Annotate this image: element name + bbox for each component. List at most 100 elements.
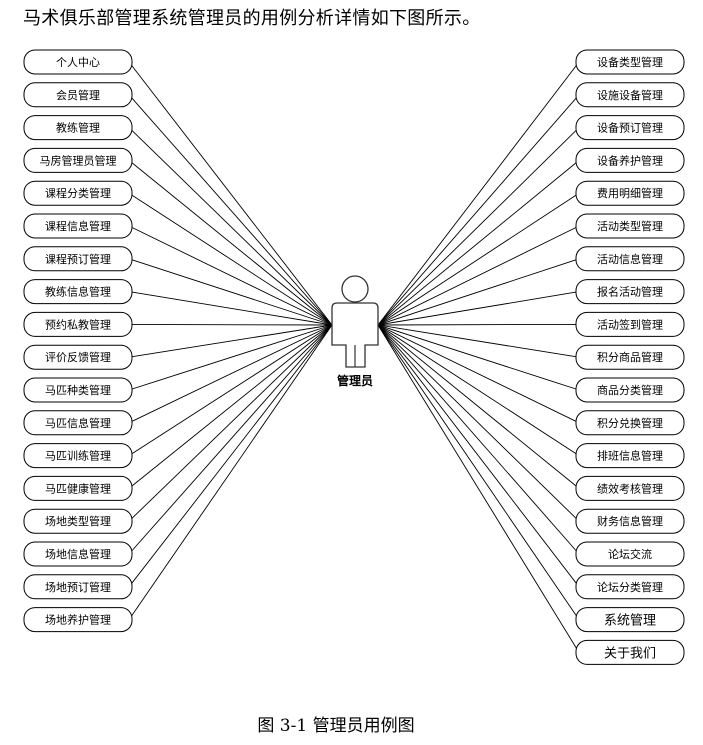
association-line	[377, 323, 580, 326]
use-case-label: 课程分类管理	[45, 186, 111, 200]
use-case-label: 马房管理员管理	[40, 153, 117, 167]
use-case-right: 设备类型管理	[575, 49, 685, 75]
association-line	[128, 324, 333, 489]
use-case-label: 评价反馈管理	[45, 350, 111, 364]
use-case-box	[23, 115, 133, 141]
use-case-label: 场地养护管理	[45, 613, 111, 627]
association-line	[377, 61, 580, 326]
association-line	[377, 192, 580, 326]
use-case-box	[575, 475, 685, 501]
use-case-box	[575, 279, 685, 305]
use-case-box	[23, 279, 133, 305]
use-case-box	[23, 213, 133, 239]
use-case-box	[23, 82, 133, 108]
association-line	[377, 225, 580, 326]
association-line	[377, 160, 580, 326]
use-case-right: 设施设备管理	[575, 82, 685, 108]
use-case-right: 设备预订管理	[575, 115, 685, 141]
use-case-right: 活动类型管理	[575, 213, 685, 239]
use-case-label: 积分商品管理	[597, 350, 663, 364]
use-case-box	[575, 508, 685, 534]
use-case-left: 场地信息管理	[23, 541, 133, 567]
use-case-label: 马匹健康管理	[45, 481, 111, 495]
use-case-label: 费用明细管理	[597, 186, 663, 200]
use-case-left: 马匹信息管理	[23, 410, 133, 436]
association-line	[128, 127, 333, 326]
use-case-label: 个人中心	[56, 56, 100, 69]
use-case-right: 排班信息管理	[575, 443, 685, 469]
use-case-left: 马匹训练管理	[23, 443, 133, 469]
use-case-label: 活动签到管理	[597, 317, 663, 331]
use-case-left: 评价反馈管理	[23, 344, 133, 370]
association-line	[377, 324, 580, 620]
use-case-left: 课程分类管理	[23, 180, 133, 206]
association-line	[128, 324, 333, 358]
use-case-box	[23, 410, 133, 436]
use-case-box	[575, 410, 685, 436]
use-case-label: 马匹训练管理	[45, 449, 111, 463]
use-case-left: 课程预订管理	[23, 246, 133, 272]
association-lines	[128, 61, 580, 653]
association-line	[377, 324, 580, 555]
use-case-left: 预约私教管理	[23, 311, 133, 337]
association-line	[128, 324, 333, 456]
use-case-left: 马匹种类管理	[23, 377, 133, 403]
association-line	[128, 94, 333, 326]
association-line	[128, 225, 333, 326]
use-case-left: 课程信息管理	[23, 213, 133, 239]
association-line	[128, 160, 333, 326]
association-line	[128, 291, 333, 326]
use-case-right: 关于我们	[575, 639, 685, 665]
use-case-box	[23, 311, 133, 337]
association-line	[128, 61, 333, 326]
association-line	[377, 258, 580, 326]
association-line	[377, 291, 580, 326]
use-case-left: 马房管理员管理	[23, 147, 133, 173]
intro-text: 马术俱乐部管理系统管理员的用例分析详情如下图所示。	[23, 8, 481, 29]
actor-body	[331, 302, 379, 368]
use-case-box	[23, 574, 133, 600]
use-case-label: 马匹种类管理	[45, 383, 111, 397]
use-case-left: 场地养护管理	[23, 607, 133, 633]
use-case-label: 论坛交流	[608, 547, 652, 561]
use-case-label: 系统管理	[604, 614, 656, 629]
use-case-label: 绩效考核管理	[597, 481, 663, 495]
association-line	[377, 94, 580, 326]
use-case-box	[575, 377, 685, 403]
figure-caption: 图 3-1 管理员用例图	[257, 716, 415, 736]
use-case-box	[575, 246, 685, 272]
use-case-left: 场地预订管理	[23, 574, 133, 600]
use-case-label: 设备养护管理	[597, 153, 663, 167]
use-case-left: 场地类型管理	[23, 508, 133, 534]
use-case-right: 财务信息管理	[575, 508, 685, 534]
use-case-box	[575, 82, 685, 108]
use-case-label: 设备类型管理	[597, 55, 663, 69]
use-case-right: 设备养护管理	[575, 147, 685, 173]
association-line	[377, 324, 580, 358]
association-line	[377, 324, 580, 588]
use-case-left: 个人中心	[23, 49, 133, 75]
use-case-label: 课程信息管理	[45, 219, 111, 233]
use-case-box	[23, 508, 133, 534]
use-case-box	[23, 443, 133, 469]
use-case-box	[575, 574, 685, 600]
association-line	[128, 324, 333, 620]
use-case-box	[23, 246, 133, 272]
use-case-box	[575, 541, 685, 567]
association-line	[128, 324, 333, 391]
use-case-box	[575, 115, 685, 141]
use-case-right: 费用明细管理	[575, 180, 685, 206]
use-case-box	[23, 541, 133, 567]
use-case-box	[23, 377, 133, 403]
use-case-box	[575, 311, 685, 337]
association-line	[377, 127, 580, 326]
use-case-right: 报名活动管理	[575, 279, 685, 305]
use-case-label: 会员管理	[56, 88, 100, 102]
association-line	[128, 324, 333, 424]
association-line	[128, 323, 333, 326]
use-case-left: 教练信息管理	[23, 279, 133, 305]
association-line	[128, 324, 333, 522]
association-line	[377, 324, 580, 391]
association-line	[377, 324, 580, 653]
